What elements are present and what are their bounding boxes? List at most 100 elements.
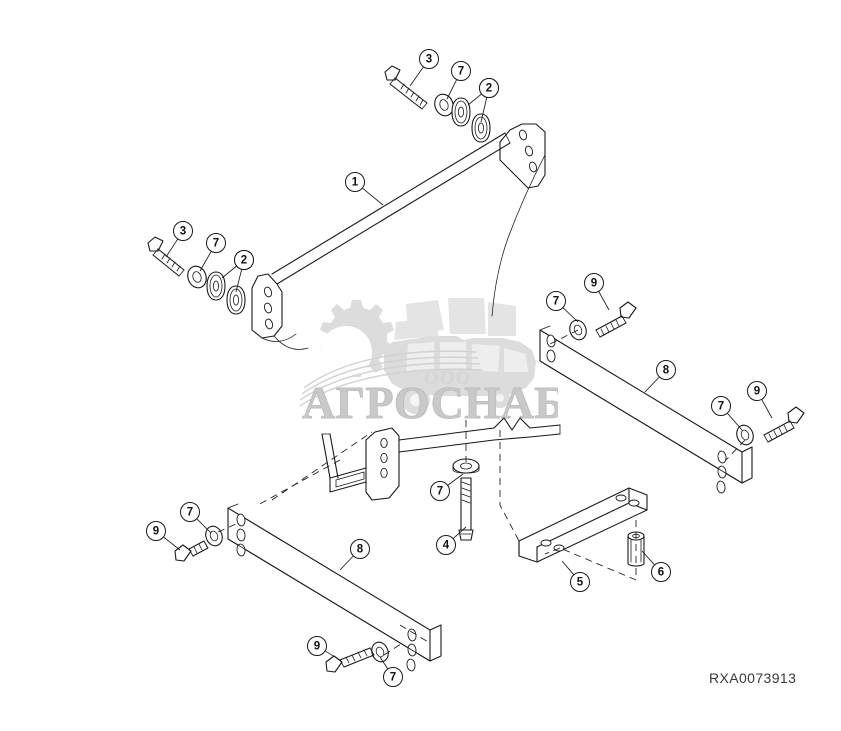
callout-leader-line	[379, 656, 389, 670]
callout-leader-line	[726, 412, 743, 431]
callout-bubble[interactable]	[651, 562, 671, 582]
callout-leader-line	[641, 550, 655, 566]
part-bushing-top-2	[471, 113, 491, 143]
drawing-number: RXA0073913	[709, 670, 796, 686]
callout-leader-line	[761, 399, 773, 419]
callout-leader-line	[235, 269, 243, 293]
callout-9-screw[interactable]: 9	[307, 636, 341, 661]
callout-leader-line	[196, 518, 212, 534]
part-screw-right-upper	[595, 301, 637, 338]
callout-4-carriage-bolt[interactable]: 4	[436, 526, 467, 555]
callout-bubble[interactable]	[307, 636, 327, 656]
part-washer-right-lower	[736, 424, 754, 446]
part-main-frame-bar	[251, 123, 546, 350]
callout-bubble[interactable]	[451, 61, 471, 81]
callout-bubble[interactable]	[173, 221, 193, 241]
callout-bubble[interactable]	[180, 502, 200, 522]
callout-bubble[interactable]	[350, 539, 370, 559]
callout-leader-line	[562, 307, 579, 323]
callout-leader-line	[324, 650, 341, 661]
callout-number: 7	[213, 238, 219, 250]
callout-3-cap-screw[interactable]: 3	[409, 49, 439, 87]
callout-bubble[interactable]	[584, 273, 604, 293]
part-washer-top	[434, 93, 454, 117]
hardware-group-left	[147, 236, 246, 315]
callout-bubble[interactable]	[656, 360, 676, 380]
callout-bubble[interactable]	[206, 233, 226, 253]
callout-number: 6	[658, 567, 664, 579]
callout-leader-line	[467, 93, 482, 106]
callout-9-screw[interactable]: 9	[146, 521, 181, 551]
callout-number: 7	[187, 507, 193, 519]
callout-9-screw[interactable]: 9	[747, 381, 773, 419]
callout-bubble[interactable]	[146, 521, 166, 541]
callout-bubble[interactable]	[479, 78, 499, 98]
callout-bubble[interactable]	[546, 291, 566, 311]
callout-leader-line	[339, 555, 354, 571]
callout-number: 3	[180, 226, 186, 238]
callout-3-cap-screw[interactable]: 3	[165, 221, 193, 258]
callout-number: 2	[241, 255, 247, 267]
part-bushing-left-1	[206, 271, 226, 301]
callout-7-washer[interactable]: 7	[546, 291, 579, 323]
callout-bubble[interactable]	[747, 381, 767, 401]
callout-leader-line	[221, 265, 237, 279]
callout-leader-line	[362, 187, 384, 206]
callout-bubble[interactable]	[430, 481, 450, 501]
assembly-centrelines	[217, 329, 746, 656]
callout-number: 8	[663, 365, 670, 377]
callout-bubble[interactable]	[419, 49, 439, 69]
callout-bubble[interactable]	[436, 535, 456, 555]
callout-leader-line	[165, 238, 179, 258]
callout-7-washer[interactable]: 7	[446, 61, 471, 100]
callout-number: 4	[443, 540, 450, 552]
part-side-bar-left	[227, 503, 442, 672]
callout-bubble[interactable]	[570, 572, 590, 592]
callout-8-side-bar[interactable]: 8	[644, 360, 676, 393]
callout-number: 2	[486, 83, 492, 95]
part-side-bar-right	[539, 325, 753, 494]
part-cap-screw-top	[384, 65, 428, 110]
callout-7-washer[interactable]: 7	[180, 502, 212, 534]
callout-number: 3	[426, 54, 432, 66]
part-screw-right-lower	[763, 406, 805, 443]
part-bushing-top-1	[451, 97, 471, 127]
hardware-group-left-bar-lower	[325, 641, 389, 673]
callout-leader-line	[452, 526, 467, 539]
part-center-bracket	[321, 417, 561, 501]
callout-8-side-bar[interactable]: 8	[339, 539, 370, 571]
hardware-group-right-lower	[736, 406, 805, 446]
callout-leader-line	[199, 251, 212, 272]
part-screw-left-bar-upper	[174, 540, 209, 562]
callout-7-washer[interactable]: 7	[711, 396, 743, 431]
callout-7-washer[interactable]: 7	[199, 233, 226, 272]
part-carriage-bolt	[452, 458, 480, 541]
callout-number: 7	[718, 401, 724, 413]
callout-number: 9	[591, 278, 597, 290]
callout-leader-line	[446, 79, 458, 100]
callout-number: 7	[458, 66, 464, 78]
callout-2-bushing[interactable]: 2	[479, 78, 499, 123]
callout-7-washer[interactable]: 7	[430, 473, 464, 501]
hardware-group-right-upper	[569, 301, 637, 341]
part-washer-left	[187, 265, 207, 289]
callout-9-screw[interactable]: 9	[584, 273, 610, 311]
callout-1-main-frame-bar[interactable]: 1	[345, 172, 384, 206]
callout-7-washer[interactable]: 7	[379, 656, 403, 687]
callout-layer: 13722372279879745679897	[146, 49, 773, 687]
callout-bubble[interactable]	[345, 172, 365, 192]
callout-number: 9	[754, 386, 760, 398]
callout-5-flat-plate[interactable]: 5	[561, 560, 590, 592]
callout-number: 8	[357, 544, 364, 556]
callout-2-bushing[interactable]: 2	[234, 250, 254, 293]
callout-bubble[interactable]	[711, 396, 731, 416]
callout-bubble[interactable]	[383, 667, 403, 687]
callout-leader-line	[480, 97, 488, 123]
callout-6-spacer-sleeve[interactable]: 6	[641, 550, 671, 582]
hardware-group-top	[384, 65, 491, 143]
callout-bubble[interactable]	[234, 250, 254, 270]
callout-number: 9	[314, 641, 320, 653]
callout-leader-line	[644, 376, 660, 393]
